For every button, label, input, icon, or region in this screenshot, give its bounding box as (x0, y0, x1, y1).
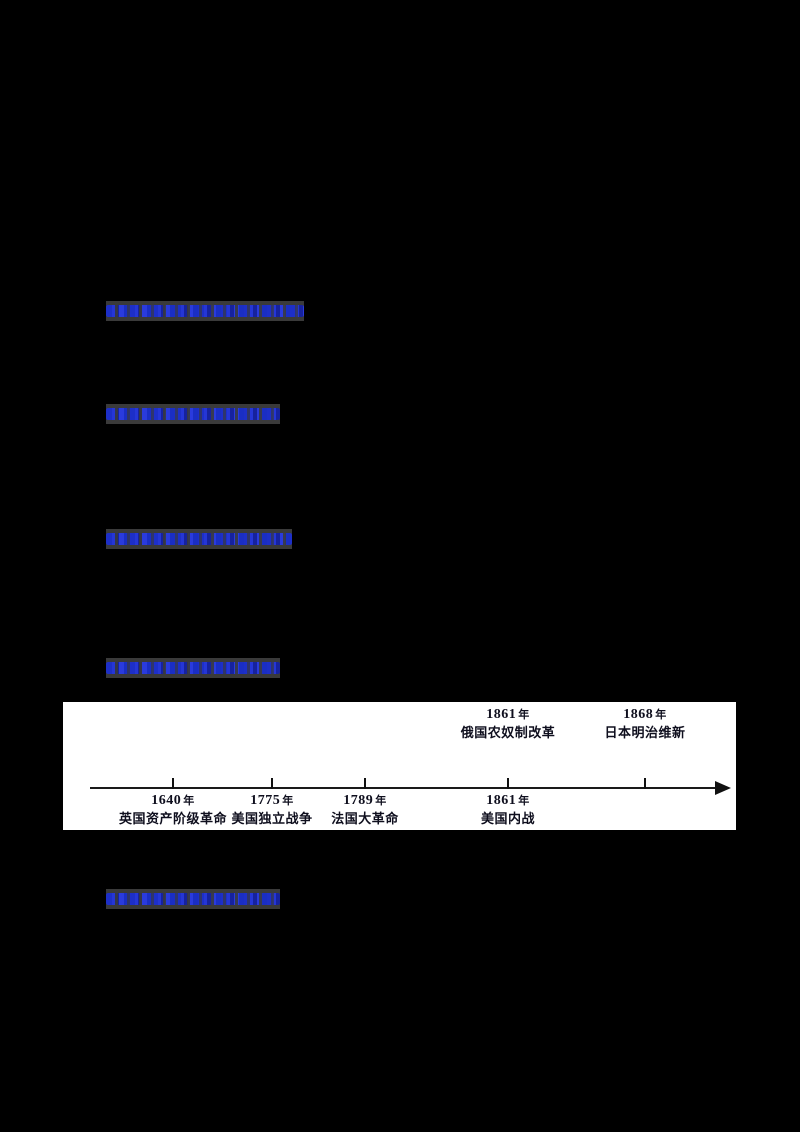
redacted-heading-1 (106, 301, 304, 321)
timeline-tick-1789-below (364, 778, 366, 789)
timeline-event-name: 法国大革命 (331, 811, 399, 826)
timeline-event-name: 美国内战 (480, 811, 535, 826)
timeline-event-name: 英国资产阶级革命 (118, 811, 227, 826)
redacted-heading-5 (106, 889, 280, 909)
redaction-ink (106, 892, 280, 906)
timeline-event-year-suffix: 年 (655, 709, 667, 721)
timeline-tick-1868-above (644, 778, 646, 789)
timeline-axis-arrowhead (715, 781, 731, 795)
timeline-event-name: 俄国农奴制改革 (460, 725, 556, 740)
redacted-heading-2 (106, 404, 280, 424)
timeline-event-year-number: 1861 (486, 793, 517, 808)
timeline-event-name: 日本明治维新 (604, 725, 686, 740)
timeline-event-year-suffix: 年 (518, 709, 530, 721)
timeline-event-year-number: 1868 (623, 707, 654, 722)
redacted-heading-3 (106, 529, 292, 549)
timeline-event-year-number: 1640 (151, 793, 182, 808)
timeline-event-year-suffix: 年 (183, 795, 195, 807)
redaction-ink (106, 661, 280, 675)
timeline-event-year-suffix: 年 (282, 795, 294, 807)
timeline-event-year-number: 1861 (486, 707, 517, 722)
timeline-axis-line (90, 787, 718, 789)
timeline-event-year-suffix: 年 (375, 795, 387, 807)
timeline-event-year-number: 1775 (250, 793, 281, 808)
timeline-event-name: 美国独立战争 (231, 811, 313, 826)
timeline-event-year-number: 1789 (343, 793, 374, 808)
redaction-ink (106, 304, 304, 318)
redacted-heading-4 (106, 658, 280, 678)
timeline-tick-1640-below (172, 778, 174, 789)
timeline-tick-1861-above (507, 778, 509, 789)
timeline-tick-1775-below (271, 778, 273, 789)
redaction-ink (106, 407, 280, 421)
redaction-ink (106, 532, 292, 546)
timeline-event-year-suffix: 年 (518, 795, 530, 807)
